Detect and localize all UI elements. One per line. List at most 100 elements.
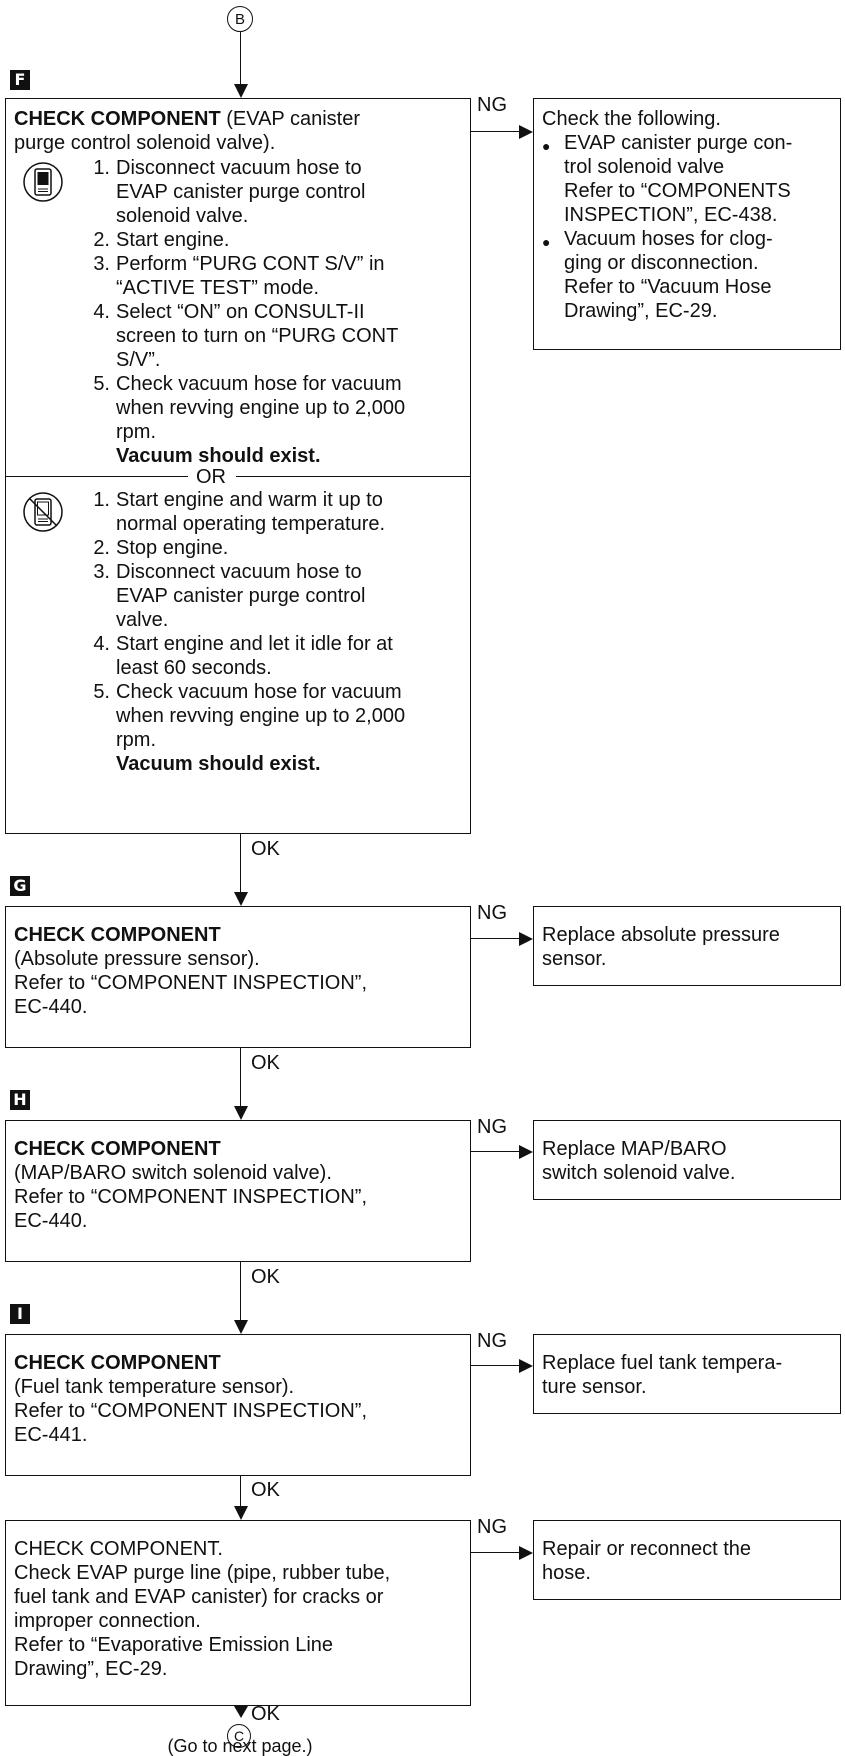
item-text: Drawing”, EC-29.	[564, 300, 718, 322]
step-text: rpm.	[116, 729, 156, 751]
step-number: 2.	[93, 537, 110, 559]
box-j-line: Check EVAP purge line (pipe, rubber tube…	[14, 1562, 391, 1584]
step-text: EVAP canister purge control	[116, 585, 366, 607]
ng-i-line: ture sensor.	[542, 1376, 647, 1398]
item-text: Refer to “Vacuum Hose	[564, 276, 772, 298]
ng-j-line: Repair or reconnect the	[542, 1538, 752, 1560]
box-i-title: CHECK COMPONENT	[14, 1352, 221, 1374]
ng-line-j	[471, 1552, 519, 1553]
step-text: Start engine and warm it up to	[116, 489, 383, 511]
ng-g-line: Replace absolute pressure	[542, 924, 780, 946]
step-number: 1.	[93, 157, 110, 179]
box-g-line: Refer to “COMPONENT INSPECTION”,	[14, 972, 368, 994]
ng-result-box-j: Repair or reconnect the hose.	[533, 1520, 841, 1600]
ok-label: OK	[251, 838, 280, 860]
ng-line-g	[471, 938, 519, 939]
step-text: Stop engine.	[116, 537, 229, 559]
step-number: 5.	[93, 373, 110, 395]
box-j-line: improper connection.	[14, 1610, 201, 1632]
flow-line	[240, 1048, 241, 1106]
step-number: 2.	[93, 229, 110, 251]
or-label: OR	[196, 466, 226, 488]
ng-g-line: sensor.	[542, 948, 607, 970]
step-number: 5.	[93, 681, 110, 703]
step-label-h: H	[10, 1090, 30, 1110]
step-text: Disconnect vacuum hose to	[116, 561, 362, 583]
or-divider-left	[6, 476, 188, 477]
step-text: screen to turn on “PURG CONT	[116, 325, 399, 347]
check-box-evap-purge-valve: CHECK COMPONENT (EVAP canister purge con…	[5, 98, 471, 834]
step-label-f: F	[10, 70, 30, 90]
item-text: ging or disconnection.	[564, 252, 759, 274]
step-text: EVAP canister purge control	[116, 181, 366, 203]
flow-line	[240, 32, 241, 84]
ok-label: OK	[251, 1052, 280, 1074]
step-text: Select “ON” on CONSULT-II	[116, 301, 365, 323]
ng-label-f: NG	[477, 94, 507, 116]
ng-arrow-j	[519, 1546, 533, 1560]
bullet-icon: ●	[542, 234, 551, 250]
step-number: 3.	[93, 253, 110, 275]
box-f-title-bold: CHECK COMPONENT	[14, 108, 221, 130]
step-text: Start engine and let it idle for at	[116, 633, 393, 655]
ng-label-i: NG	[477, 1330, 507, 1352]
box-i-line: EC-441.	[14, 1424, 88, 1446]
flow-arrow	[234, 1706, 248, 1718]
ng-label-j: NG	[477, 1516, 507, 1538]
flow-line	[240, 1476, 241, 1506]
no-consult-result: Vacuum should exist.	[116, 753, 321, 775]
bullet-icon: ●	[542, 138, 551, 154]
step-text: Check vacuum hose for vacuum	[116, 373, 402, 395]
flow-arrow	[234, 892, 248, 906]
ng-line-i	[471, 1365, 519, 1366]
ng-label-g: NG	[477, 902, 507, 924]
ng-result-box-h: Replace MAP/BARO switch solenoid valve.	[533, 1120, 841, 1200]
ng-result-box-f: Check the following. ● EVAP canister pur…	[533, 98, 841, 350]
box-i-line: (Fuel tank temperature sensor).	[14, 1376, 295, 1398]
ok-label: OK	[251, 1703, 280, 1725]
step-text: when revving engine up to 2,000	[116, 705, 406, 727]
step-text: valve.	[116, 609, 169, 631]
connector-c: C	[227, 1724, 251, 1748]
ng-arrow-i	[519, 1359, 533, 1373]
box-j-line: Drawing”, EC-29.	[14, 1658, 168, 1680]
step-text: solenoid valve.	[116, 205, 249, 227]
box-f-title: CHECK COMPONENT (EVAP canister	[14, 107, 360, 131]
box-h-line: EC-440.	[14, 1210, 88, 1232]
box-g-line: EC-440.	[14, 996, 88, 1018]
box-h-title: CHECK COMPONENT	[14, 1138, 221, 1160]
box-h-line: (MAP/BARO switch solenoid valve).	[14, 1162, 332, 1184]
step-label-g: G	[10, 876, 30, 896]
box-j-line: Refer to “Evaporative Emission Line	[14, 1634, 334, 1656]
box-j-line: fuel tank and EVAP canister) for cracks …	[14, 1586, 384, 1608]
ok-label: OK	[251, 1479, 280, 1501]
flow-arrow	[234, 1106, 248, 1120]
step-text: Disconnect vacuum hose to	[116, 157, 362, 179]
step-text: normal operating temperature.	[116, 513, 386, 535]
or-divider-right	[236, 476, 471, 477]
flow-line	[240, 1262, 241, 1320]
ng-arrow-g	[519, 932, 533, 946]
step-text: rpm.	[116, 421, 156, 443]
flow-line	[240, 834, 241, 892]
ng-arrow-f	[519, 125, 533, 139]
item-text: trol solenoid valve	[564, 156, 725, 178]
ng-i-line: Replace fuel tank tempera-	[542, 1352, 783, 1374]
step-number: 1.	[93, 489, 110, 511]
step-number: 3.	[93, 561, 110, 583]
step-label-i: I	[10, 1304, 30, 1324]
ng-j-line: hose.	[542, 1562, 591, 1584]
ng-f-intro: Check the following.	[542, 108, 721, 130]
ng-line-f	[471, 131, 519, 132]
step-text: S/V”.	[116, 349, 161, 371]
box-f-title-rest: (EVAP canister	[220, 108, 360, 130]
step-text: “ACTIVE TEST” mode.	[116, 277, 320, 299]
box-g-line: (Absolute pressure sensor).	[14, 948, 260, 970]
ng-result-box-i: Replace fuel tank tempera- ture sensor.	[533, 1334, 841, 1414]
consult-tester-icon	[23, 162, 63, 202]
check-box-fuel-tank-temp-sensor: CHECK COMPONENT (Fuel tank temperature s…	[5, 1334, 471, 1476]
check-box-evap-purge-line: CHECK COMPONENT. Check EVAP purge line (…	[5, 1520, 471, 1706]
item-text: Refer to “COMPONENTS	[564, 180, 791, 202]
connector-b: B	[227, 6, 253, 32]
flow-arrow	[234, 84, 248, 98]
